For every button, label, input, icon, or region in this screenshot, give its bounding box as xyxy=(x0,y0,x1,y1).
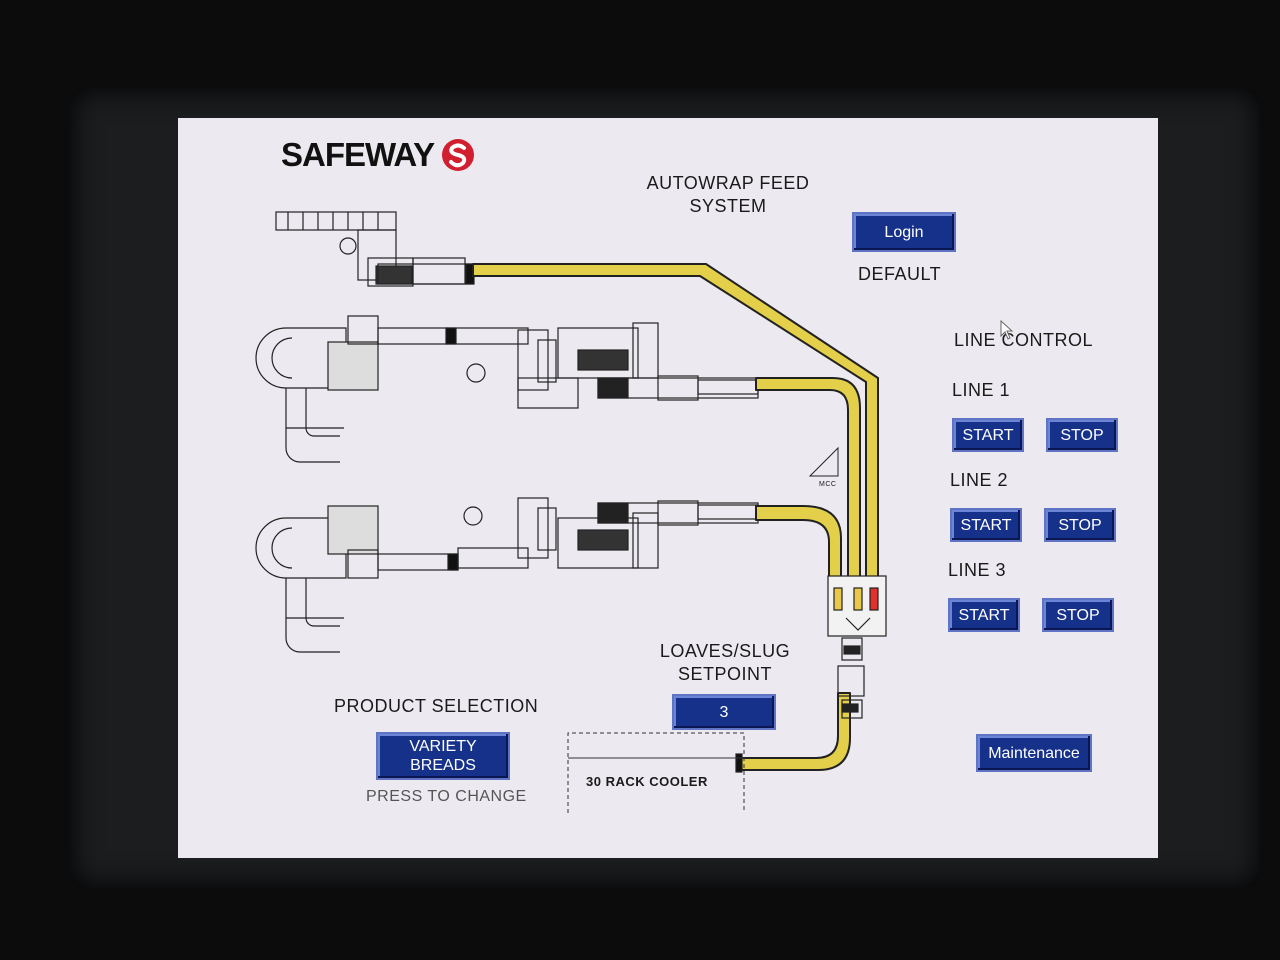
line-2-start-button[interactable]: START xyxy=(950,508,1022,542)
machine-bottom xyxy=(735,637,865,773)
product-button-line-1: VARIETY xyxy=(409,738,477,755)
setpoint-title: LOAVES/SLUG SETPOINT xyxy=(640,640,810,686)
diverter-gate xyxy=(827,575,887,637)
cooler-label: 30 RACK COOLER xyxy=(586,774,708,789)
mcc-shape xyxy=(808,446,839,477)
line-control-title: LINE CONTROL xyxy=(954,330,1094,350)
logo-text: SAFEWAY xyxy=(281,136,435,173)
current-user: DEFAULT xyxy=(858,264,942,284)
line-3-start-button[interactable]: START xyxy=(948,598,1020,632)
conveyor-diagram xyxy=(255,211,887,813)
setpoint-title-line-2: SETPOINT xyxy=(677,664,772,684)
line-2-stop-button[interactable]: STOP xyxy=(1044,508,1116,542)
mcc-label: MCC xyxy=(819,481,837,488)
maintenance-button[interactable]: Maintenance xyxy=(976,734,1092,772)
cooler-outline xyxy=(567,732,745,813)
machine-line-2 xyxy=(255,497,759,653)
page-title: AUTOWRAP FEED SYSTEM xyxy=(608,172,848,218)
product-select-button[interactable]: VARIETY BREADS xyxy=(376,732,510,780)
hmi-screen: SAFEWAY AUTOWRAP FEED SYSTEM Login DEFAU… xyxy=(178,118,1158,858)
title-line-2: SYSTEM xyxy=(689,196,767,216)
line-2-label: LINE 2 xyxy=(950,470,1009,490)
title-line-1: AUTOWRAP FEED xyxy=(646,173,810,193)
line-3-stop-button[interactable]: STOP xyxy=(1042,598,1114,632)
machine-top xyxy=(275,211,475,287)
login-button[interactable]: Login xyxy=(852,212,956,252)
setpoint-title-line-1: LOAVES/SLUG xyxy=(659,641,791,661)
product-button-line-2: BREADS xyxy=(410,757,476,774)
line-1-stop-button[interactable]: STOP xyxy=(1046,418,1118,452)
setpoint-value-field[interactable]: 3 xyxy=(672,694,776,730)
safeway-logo: SAFEWAY xyxy=(281,136,476,174)
conveyor-yellow xyxy=(472,263,879,771)
press-to-change-hint: PRESS TO CHANGE xyxy=(366,788,527,805)
line-3-label: LINE 3 xyxy=(948,560,1007,580)
line-1-label: LINE 1 xyxy=(952,380,1011,400)
product-selection-title: PRODUCT SELECTION xyxy=(334,696,539,716)
mouse-cursor-icon xyxy=(1000,320,1014,340)
safeway-s-icon xyxy=(442,139,475,171)
machine-line-1 xyxy=(255,315,759,463)
line-1-start-button[interactable]: START xyxy=(952,418,1024,452)
